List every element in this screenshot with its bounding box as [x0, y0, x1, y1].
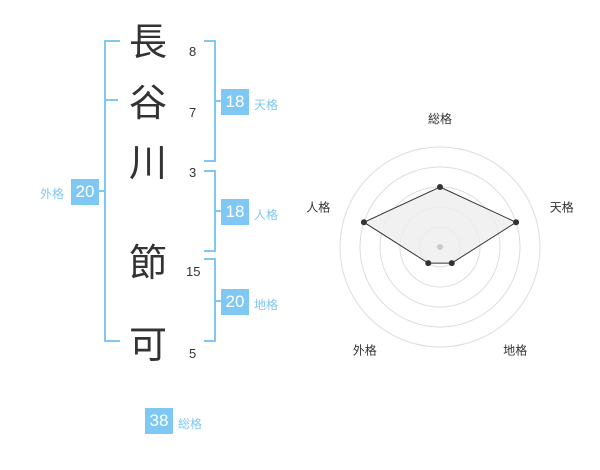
name-char-2: 谷 [128, 81, 167, 125]
radar-axis-label-3: 地格 [503, 343, 527, 358]
name-char-5: 可 [128, 323, 167, 367]
soukaku-value-badge: 38 [145, 408, 173, 434]
radar-polygon [362, 186, 518, 264]
soukaku-label: 総格 [178, 417, 203, 431]
gaikaku-bracket-tick [104, 99, 118, 101]
gaikaku-bracket [104, 40, 120, 342]
jinkaku-bracket-link [214, 210, 221, 212]
radar-shape [360, 184, 520, 267]
gaikaku-value-badge: 20 [71, 179, 99, 205]
stroke-count-3: 3 [189, 165, 197, 180]
chikaku-bracket-link [214, 300, 221, 302]
radar-axis-label-1: 総格 [428, 111, 452, 126]
stroke-count-4: 15 [186, 264, 201, 279]
gaikaku-bracket-link [98, 190, 105, 192]
tenkaku-label: 天格 [254, 98, 279, 112]
name-char-3: 川 [128, 141, 167, 185]
tenkaku-bracket-link [214, 100, 221, 102]
radar-grid-ring [359, 166, 521, 328]
tenkaku-value-badge: 18 [221, 89, 249, 115]
radar-axis-label-5: 人格 [306, 199, 330, 214]
radar-axis-label-2: 天格 [550, 199, 574, 214]
stroke-count-5: 5 [189, 346, 197, 361]
radar-point-4 [425, 260, 432, 267]
chikaku-label: 地格 [254, 298, 279, 312]
name-char-4: 節 [128, 241, 167, 285]
jinkaku-value-badge: 18 [221, 199, 249, 225]
radar-point-5 [360, 219, 367, 226]
chikaku-value-badge: 20 [221, 289, 249, 315]
radar-point-3 [448, 260, 455, 267]
jinkaku-label: 人格 [254, 208, 279, 222]
name-char-1: 長 [128, 20, 167, 64]
radar-axis-label-4: 外格 [353, 343, 377, 358]
stroke-count-2: 7 [189, 105, 197, 120]
gaikaku-label: 外格 [40, 187, 65, 201]
stroke-count-1: 8 [189, 44, 197, 59]
radar-point-2 [513, 219, 520, 226]
radar-point-1 [437, 184, 443, 190]
radar-center-dot [437, 244, 443, 250]
